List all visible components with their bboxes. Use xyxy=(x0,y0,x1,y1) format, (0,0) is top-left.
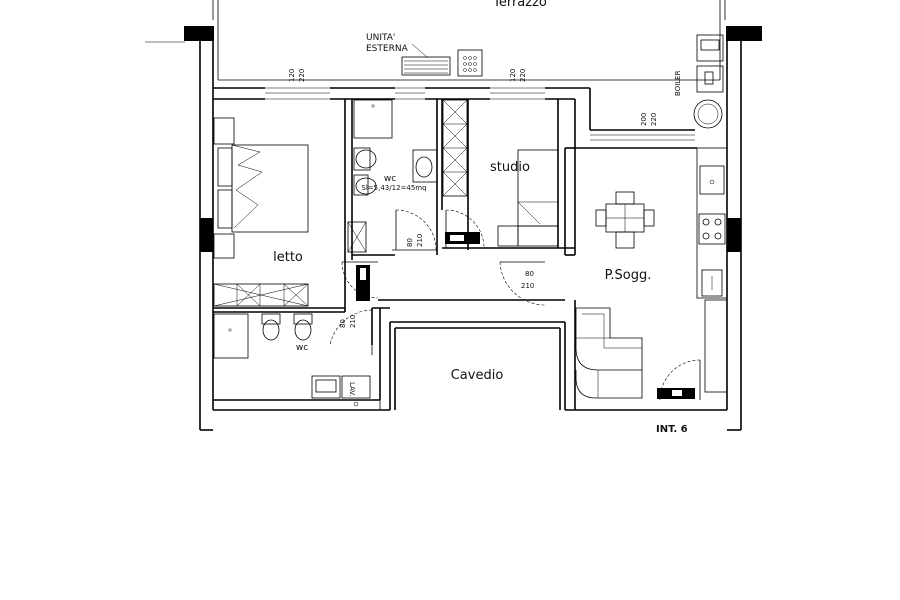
room-label-wc-top: wc xyxy=(384,174,396,184)
pillar-right xyxy=(727,218,741,252)
studio-furniture: studio xyxy=(490,149,559,247)
window-wc xyxy=(395,87,425,100)
wardrobe xyxy=(213,283,309,307)
toilet xyxy=(353,174,369,196)
room-label-bedroom: letto xyxy=(273,250,303,265)
door-living xyxy=(499,261,546,306)
studio-desk xyxy=(497,225,519,247)
dim-door-wc-h: 210 xyxy=(416,234,424,247)
cooktop xyxy=(698,213,726,245)
dim-door-bath-w: 80 xyxy=(339,319,347,328)
dim-win3-w: 200 xyxy=(640,113,648,126)
wc-upper: wc Sl=5,43/12=45mq xyxy=(347,99,438,253)
pillar-left xyxy=(200,218,213,252)
room-label-wc-bottom: wc xyxy=(296,343,308,353)
room-label-studio: studio xyxy=(490,160,530,175)
dim-door-wc-w: 80 xyxy=(406,238,414,247)
bidet xyxy=(353,147,371,171)
wc-area-note: Sl=5,43/12=45mq xyxy=(361,184,426,192)
dimension-labels: 120 220 120 220 200 220 80 210 80 210 80… xyxy=(288,69,658,328)
dim-door-living-h: 210 xyxy=(521,282,534,290)
wc-lower: LAV. wc xyxy=(213,313,371,407)
washer xyxy=(696,34,724,62)
shaft-small xyxy=(347,221,367,253)
door-bedroom xyxy=(341,261,379,301)
shower xyxy=(353,99,393,139)
boiler-tank xyxy=(693,99,723,129)
pillar-top-left xyxy=(184,26,214,41)
boiler-area: BOILER xyxy=(674,34,724,129)
nightstand xyxy=(213,233,235,259)
outdoor-unit: UNITA' ESTERNA xyxy=(366,33,483,77)
washing-basin xyxy=(311,375,341,399)
kitchen xyxy=(696,147,728,393)
interior-walls xyxy=(213,99,576,410)
sink xyxy=(412,149,438,183)
dim-win2-h: 220 xyxy=(519,69,527,82)
door-studio xyxy=(445,209,485,249)
bath-toilet xyxy=(261,313,281,325)
room-label-living: P.Sogg. xyxy=(605,268,652,283)
door-wc xyxy=(392,209,437,251)
apartment-number: INT. 6 xyxy=(656,424,688,435)
outdoor-unit-label-1: UNITA' xyxy=(366,33,395,43)
sofa xyxy=(575,307,643,399)
bed-pillow xyxy=(217,147,233,187)
terrace: Terrazzo xyxy=(212,0,726,81)
dim-win1-h: 220 xyxy=(298,69,306,82)
window-bedroom xyxy=(265,87,330,100)
outdoor-unit-label-2: ESTERNA xyxy=(366,44,409,54)
window-living xyxy=(590,134,695,141)
room-label-terrace: Terrazzo xyxy=(492,0,547,10)
boiler-label: BOILER xyxy=(674,70,682,96)
room-label-shaft: Cavedio xyxy=(451,368,504,383)
bedroom-furniture: letto xyxy=(213,117,309,307)
bath-shower xyxy=(213,313,249,359)
nightstand xyxy=(213,117,235,145)
dim-win2-w: 120 xyxy=(509,69,517,82)
storage-column xyxy=(442,99,468,197)
washing-machine-label: LAV. xyxy=(348,382,356,397)
living-furniture: P.Sogg. xyxy=(575,147,728,399)
kitchen-sink xyxy=(699,165,725,195)
dim-door-living-w: 80 xyxy=(525,270,534,278)
door-bath xyxy=(329,309,373,355)
dim-door-bath-h: 210 xyxy=(349,315,357,328)
boiler-unit xyxy=(696,65,724,93)
pillar-top-right xyxy=(726,26,762,41)
bed xyxy=(231,144,309,233)
door-entrance xyxy=(657,359,701,401)
window-studio xyxy=(490,87,545,100)
bath-bidet xyxy=(293,313,313,325)
bed-pillow xyxy=(217,189,233,229)
washing-machine xyxy=(341,375,371,399)
dim-win3-h: 220 xyxy=(650,113,658,126)
dim-win1-w: 120 xyxy=(288,69,296,82)
dining-table xyxy=(595,191,655,249)
